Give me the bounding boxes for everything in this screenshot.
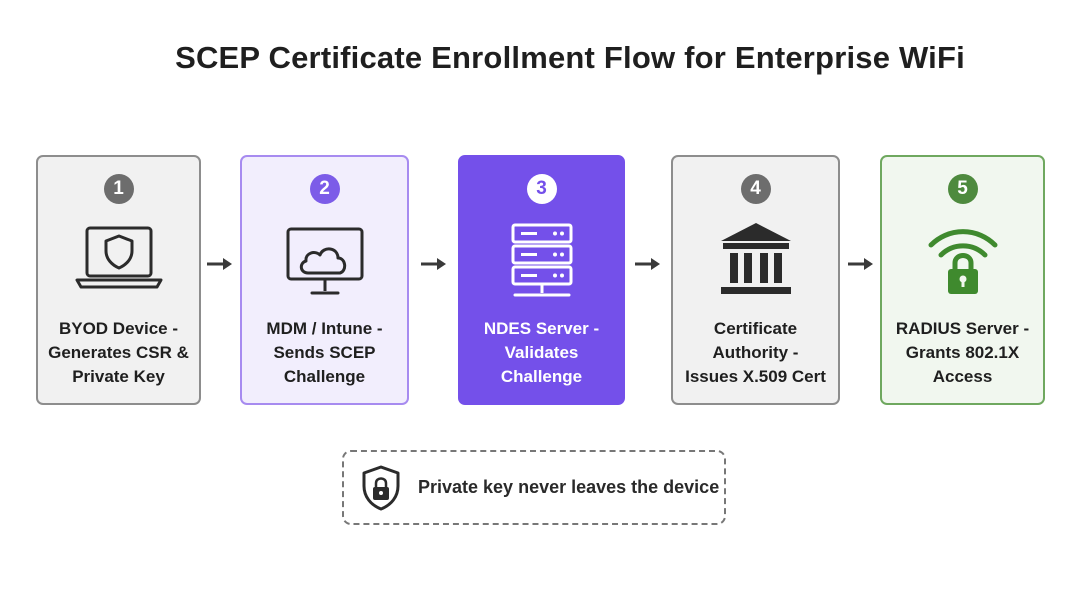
arrow-right-icon — [635, 258, 660, 270]
arrow-right-icon — [848, 258, 873, 270]
step-number-badge: 2 — [309, 174, 340, 204]
step-label: MDM / Intune - Sends SCEP Challenge — [266, 319, 383, 386]
step-label: NDES Server - Validates Challenge — [483, 319, 600, 386]
diagram-title: SCEP Certificate Enrollment Flow for Ent… — [175, 40, 965, 75]
server-icon — [511, 223, 572, 297]
step-label: BYOD Device - Generates CSR & Private Ke… — [48, 319, 189, 386]
step-label: Certificate Authority - Issues X.509 Cer… — [685, 319, 826, 386]
step-card-mdm-intune: 2 MDM / Intune - Sends SCEP Challenge — [240, 155, 409, 405]
step-card-radius-server: 5 RADIUS Server - Grants 802.1X Access — [880, 155, 1045, 405]
step-number-badge: 3 — [526, 174, 557, 204]
arrow-right-icon — [207, 258, 232, 270]
step-number-badge: 1 — [103, 174, 134, 204]
shield-lock-icon — [362, 465, 400, 511]
arrow-right-icon — [421, 258, 446, 270]
step-card-certificate-authority: 4 Certificate Authority - Issues X.509 C… — [671, 155, 840, 405]
step-card-ndes-server: 3 NDES Server - Validates Challenge — [458, 155, 625, 405]
bank-building-icon — [720, 223, 791, 294]
wifi-lock-icon — [928, 229, 997, 294]
private-key-note: Private key never leaves the device — [342, 450, 726, 525]
step-label: RADIUS Server - Grants 802.1X Access — [895, 319, 1030, 386]
step-card-byod-device: 1 BYOD Device - Generates CSR & Private … — [36, 155, 201, 405]
laptop-shield-icon — [75, 226, 162, 289]
note-text: Private key never leaves the device — [418, 477, 720, 497]
cloud-monitor-icon — [286, 227, 363, 295]
step-number-badge: 4 — [740, 174, 771, 204]
step-number-badge: 5 — [947, 174, 978, 204]
